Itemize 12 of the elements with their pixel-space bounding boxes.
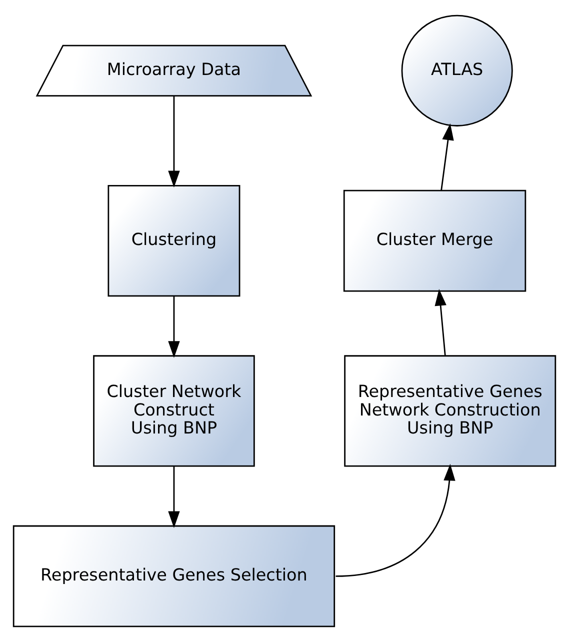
arrow (168, 466, 180, 528)
arrow (440, 123, 454, 191)
arrow (168, 296, 180, 358)
node-box: Clustering (108, 185, 240, 297)
arrow (336, 464, 456, 577)
node-circle: ATLAS (401, 14, 513, 126)
node-box: Representative Genes Network Construction Using BNP (344, 355, 556, 467)
node-box: Cluster Network Construct Using BNP (93, 355, 255, 467)
node-box: Cluster Merge (343, 190, 526, 292)
arrow (434, 288, 446, 356)
arrow (168, 96, 180, 188)
node-box: Representative Genes Selection (12, 525, 336, 628)
